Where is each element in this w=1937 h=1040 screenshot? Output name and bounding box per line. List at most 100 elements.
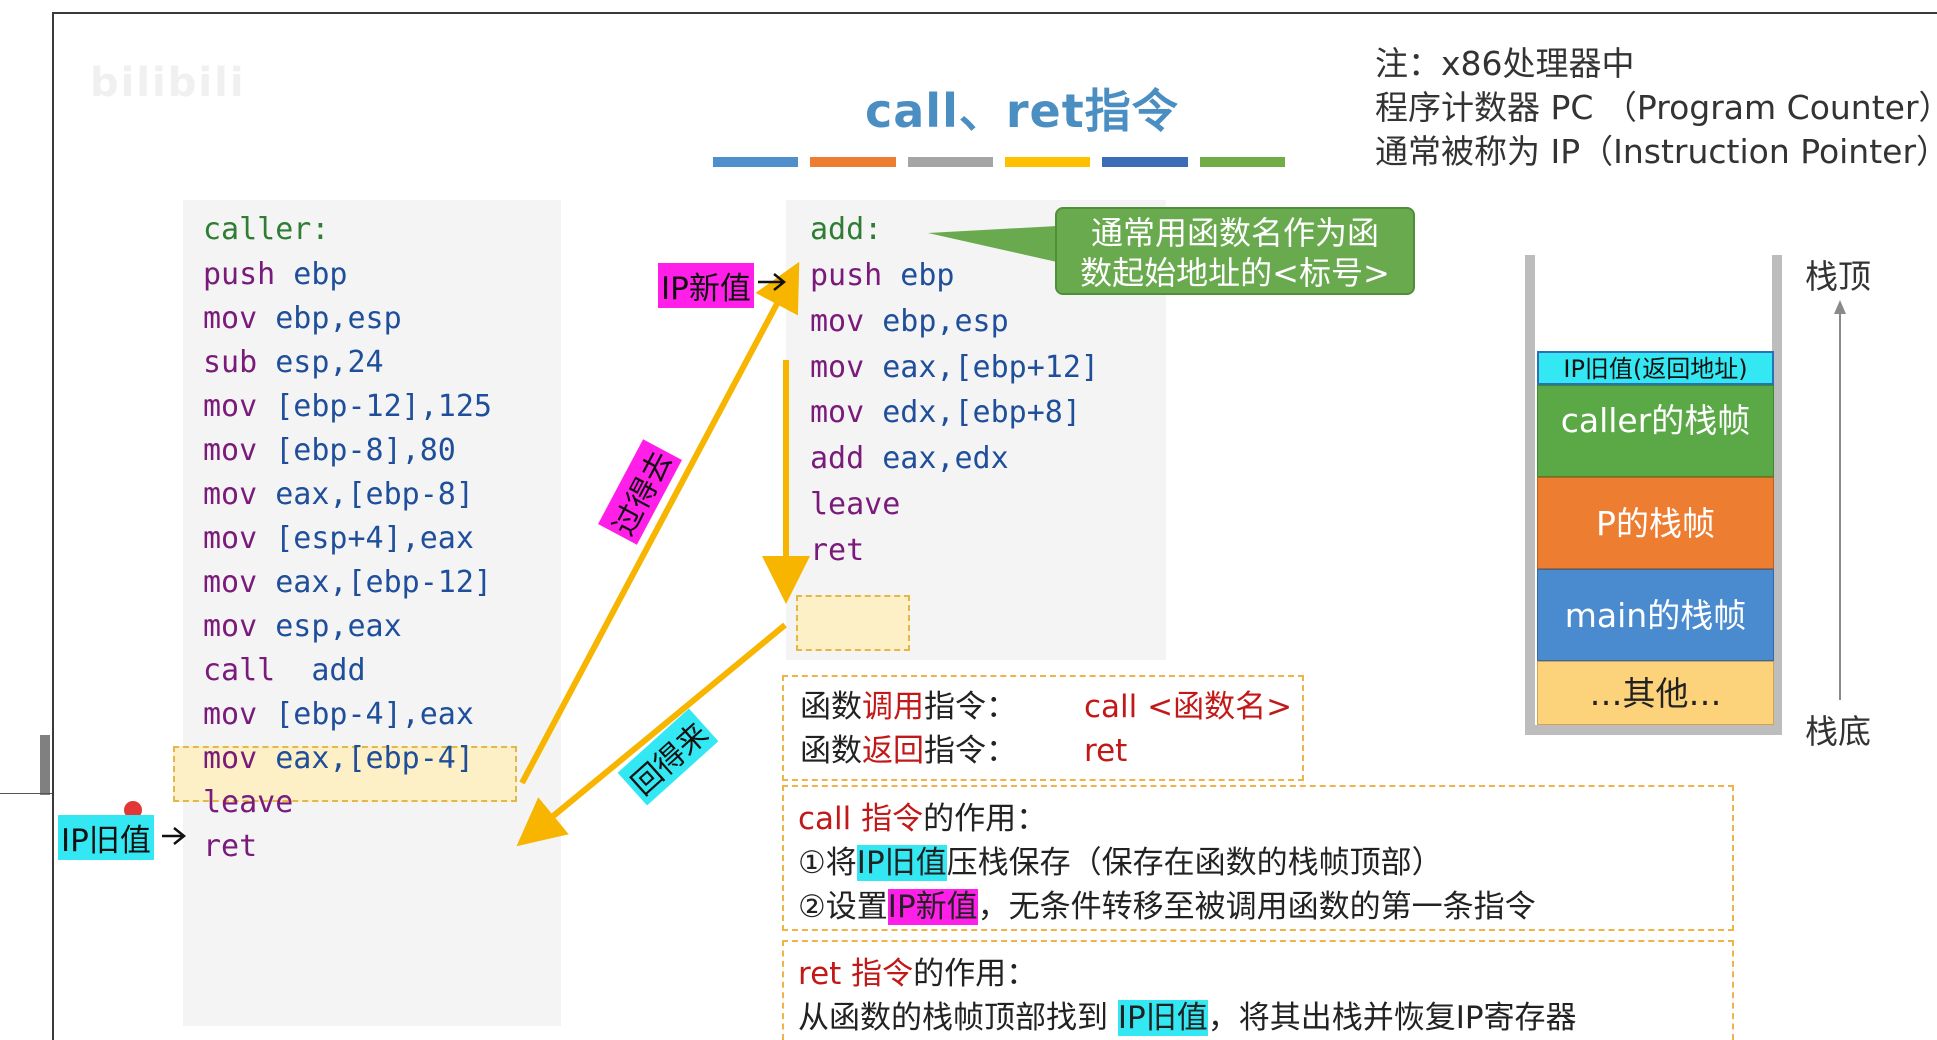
- ret-effect-heading: ret 指令的作用：: [798, 952, 1732, 996]
- call-syntax-value: call <函数名>: [1084, 689, 1293, 725]
- call-effect-heading: call 指令的作用：: [798, 797, 1732, 841]
- ip-new-pointer-icon: [758, 273, 787, 291]
- ret-effect-prefix: 从函数的栈帧顶部找到: [798, 1000, 1118, 1036]
- window-edge-handle[interactable]: [40, 735, 50, 795]
- stack-direction-arrow: [1834, 300, 1846, 700]
- x86-note: 注：x86处理器中 程序计数器 PC （Program Counter） 通常被…: [1375, 42, 1937, 174]
- code-opcode: mov: [203, 521, 258, 556]
- code-opcode: ret: [810, 532, 865, 568]
- ret-syntax-row: 函数返回指令： ret: [800, 729, 1302, 773]
- code-operands: ebp,esp: [257, 301, 402, 336]
- ret-effect-text: 从函数的栈帧顶部找到 IP旧值，将其出栈并恢复IP寄存器: [798, 996, 1732, 1040]
- note-line: 程序计数器 PC （Program Counter）: [1375, 88, 1937, 127]
- code-opcode: leave: [203, 785, 294, 820]
- ret-effect-box: ret 指令的作用： 从函数的栈帧顶部找到 IP旧值，将其出栈并恢复IP寄存器: [782, 940, 1734, 1040]
- slide-top-border: [54, 12, 1937, 14]
- code-operands: eax,[ebp-8]: [257, 477, 474, 512]
- call-syntax-label-suffix: 指令：: [924, 689, 1017, 725]
- ret-effect-ip-old-tag: IP旧值: [1117, 1000, 1208, 1036]
- code-line: mov [ebp-4],eax: [203, 697, 474, 732]
- stack-frame-other: …其他…: [1537, 661, 1774, 725]
- call-syntax-label: 函数: [800, 689, 862, 725]
- code-opcode: add: [810, 441, 865, 477]
- code-line: push ebp: [203, 257, 348, 292]
- code-opcode: mov: [203, 565, 258, 600]
- stack-left-wall: [1525, 255, 1535, 735]
- code-line: mov eax,[ebp-4]: [203, 741, 474, 776]
- code-opcode: mov: [203, 609, 258, 644]
- call-effect-item-2: ②设置IP新值，无条件转移至被调用函数的第一条指令: [798, 885, 1732, 929]
- code-operands: ebp: [882, 258, 955, 293]
- code-line: call add: [203, 653, 366, 688]
- ip-old-tag: IP旧值: [58, 815, 154, 860]
- code-operands: esp,eax: [257, 609, 402, 644]
- code-line: mov [ebp-8],80: [203, 433, 456, 468]
- stack-frame-caller: caller的栈帧: [1537, 385, 1774, 477]
- code-operands: [esp+4],eax: [257, 521, 474, 556]
- stack-right-wall: [1772, 255, 1782, 735]
- stack-floor: [1525, 725, 1782, 735]
- code-operands: ebp: [275, 257, 348, 292]
- code-opcode: mov: [203, 477, 258, 512]
- code-operands: add: [275, 653, 366, 688]
- code-opcode: sub: [203, 345, 258, 380]
- code-operands: eax,edx: [864, 441, 1009, 477]
- code-operands: eax,[ebp-12]: [257, 565, 492, 600]
- callout-line: 数起始地址的<标号>: [1080, 254, 1390, 292]
- slide-title: call、ret指令: [865, 84, 1179, 138]
- call-line-highlight: [173, 746, 517, 802]
- call-effect-item-1-prefix: ①将: [798, 845, 857, 881]
- title-bar-segment: [713, 157, 799, 167]
- code-opcode: push: [810, 258, 883, 293]
- window-edge-line: [0, 793, 52, 794]
- code-operands: eax,[ebp-4]: [257, 741, 474, 776]
- code-opcode: mov: [203, 433, 258, 468]
- code-line: mov [esp+4],eax: [203, 521, 474, 556]
- callout-line: 通常用函数名作为函: [1090, 214, 1379, 252]
- title-bar-segment: [810, 157, 896, 167]
- code-line: ret: [203, 829, 257, 864]
- ret-syntax-label: 函数: [800, 733, 862, 769]
- code-line: leave: [810, 487, 900, 522]
- stack-top-label: 栈顶: [1805, 257, 1871, 296]
- ip-old-pointer-icon: [162, 827, 187, 845]
- code-opcode: mov: [203, 741, 258, 776]
- code-line: mov [ebp-12],125: [203, 389, 492, 424]
- code-opcode: mov: [810, 395, 865, 431]
- ret-effect-heading-keyword: ret 指令: [798, 956, 914, 992]
- code-opcode: call: [203, 653, 276, 688]
- code-operands: esp,24: [257, 345, 384, 380]
- stack-frame-return-address: IP旧值(返回地址): [1537, 351, 1774, 385]
- ret-syntax-label-highlight: 返回: [862, 733, 924, 769]
- cursor-dot: [124, 801, 142, 819]
- code-line: push ebp: [810, 258, 955, 293]
- code-line: sub esp,24: [203, 345, 384, 380]
- title-bar-segment: [1102, 157, 1188, 167]
- code-opcode: mov: [203, 301, 258, 336]
- code-operands: ebp,esp: [864, 303, 1009, 339]
- title-bar-segment: [1199, 157, 1285, 167]
- ip-new-tag: IP新值: [658, 263, 754, 308]
- code-operands: [ebp-12],125: [257, 389, 492, 424]
- code-opcode: push: [203, 257, 276, 292]
- slide-left-border: [52, 12, 54, 1040]
- code-line: mov esp,eax: [203, 609, 402, 644]
- add-label: add:: [810, 212, 883, 247]
- ret-effect-suffix: ，将其出栈并恢复IP寄存器: [1207, 1000, 1577, 1036]
- code-line: mov eax,[ebp+12]: [810, 350, 1099, 385]
- code-operands: [ebp-8],80: [257, 433, 456, 468]
- ret-line-highlight: [796, 595, 910, 651]
- label-callout: 通常用函数名作为函 数起始地址的<标号>: [1055, 207, 1415, 295]
- call-effect-box: call 指令的作用： ①将IP旧值压栈保存（保存在函数的栈帧顶部） ②设置IP…: [782, 785, 1734, 931]
- title-color-bars: [713, 157, 1285, 167]
- call-effect-ip-old-tag: IP旧值: [856, 845, 947, 881]
- stack-diagram: IP旧值(返回地址) caller的栈帧 P的栈帧 main的栈帧 …其他…: [1525, 255, 1782, 735]
- call-effect-ip-new-tag: IP新值: [887, 889, 978, 925]
- ret-syntax-value: ret: [1084, 733, 1128, 769]
- code-line: mov edx,[ebp+8]: [810, 395, 1081, 430]
- code-line: leave: [203, 785, 293, 820]
- note-line: 通常被称为 IP（Instruction Pointer）: [1375, 132, 1937, 171]
- code-operands: eax,[ebp+12]: [864, 349, 1099, 385]
